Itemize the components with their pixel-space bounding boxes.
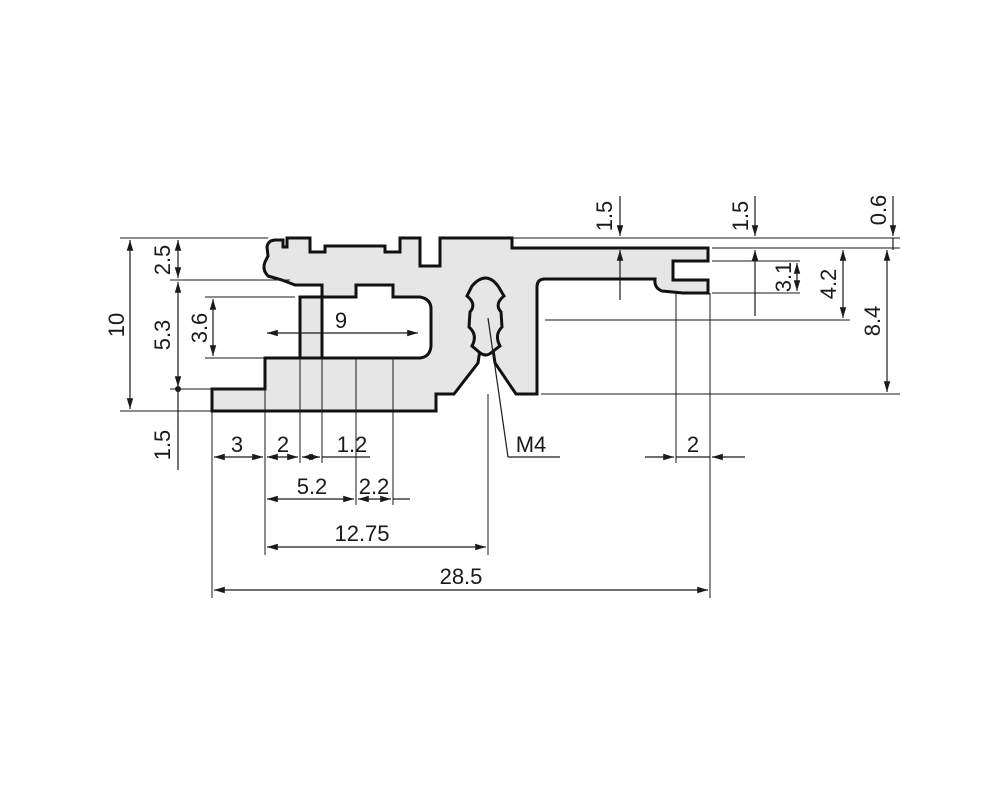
dim-right-slot-gap: 2 <box>687 432 699 457</box>
dim-top-wall-b: 1.5 <box>728 201 753 232</box>
extension-lines <box>120 237 900 598</box>
dim-inner-channel-height: 3.6 <box>187 313 212 344</box>
screw-thread-label: M4 <box>516 432 547 457</box>
dim-top-wall-a: 1.5 <box>592 201 617 232</box>
dimension-lines <box>126 196 897 594</box>
dim-top-lip: 0.6 <box>866 195 891 226</box>
dim-inner-channel-width: 9 <box>335 308 347 333</box>
dim-tooth-gap: 1.2 <box>337 432 368 457</box>
m4-screw-bore <box>465 276 506 357</box>
dim-right-slot-height: 3.1 <box>771 262 796 293</box>
dim-mid-height: 5.3 <box>150 320 175 351</box>
dim-left-step: 3 <box>231 432 243 457</box>
dim-slot-width: 2.2 <box>359 474 390 499</box>
dim-slot-span: 5.2 <box>297 474 328 499</box>
extrusion-profile <box>210 236 710 413</box>
dim-right-height: 8.4 <box>860 306 885 337</box>
dim-overall-height: 10 <box>104 313 129 337</box>
dim-center-offset: 12.75 <box>334 521 389 546</box>
dim-tooth-width: 2 <box>277 432 289 457</box>
dimension-labels: 10 2.5 5.3 1.5 3.6 9 3 2 1.2 5.2 2.2 12.… <box>104 195 891 589</box>
dim-overall-width: 28.5 <box>440 564 483 589</box>
dim-top-slot-height: 2.5 <box>150 245 175 276</box>
dim-base-thickness: 1.5 <box>150 430 175 461</box>
left-channel <box>298 295 324 360</box>
dim-right-slot-depth: 4.2 <box>816 269 841 300</box>
